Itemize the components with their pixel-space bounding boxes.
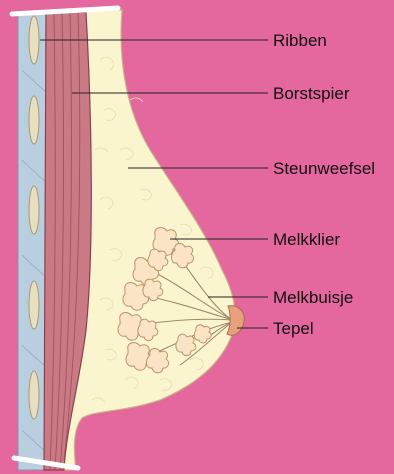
- label-borstspier: Borstspier: [273, 84, 350, 104]
- label-tepel: Tepel: [273, 319, 314, 339]
- label-ribben: Ribben: [273, 31, 327, 51]
- label-steunweefsel: Steunweefsel: [273, 159, 375, 179]
- label-melkbuisje: Melkbuisje: [273, 288, 353, 308]
- label-melkklier: Melkklier: [273, 230, 340, 250]
